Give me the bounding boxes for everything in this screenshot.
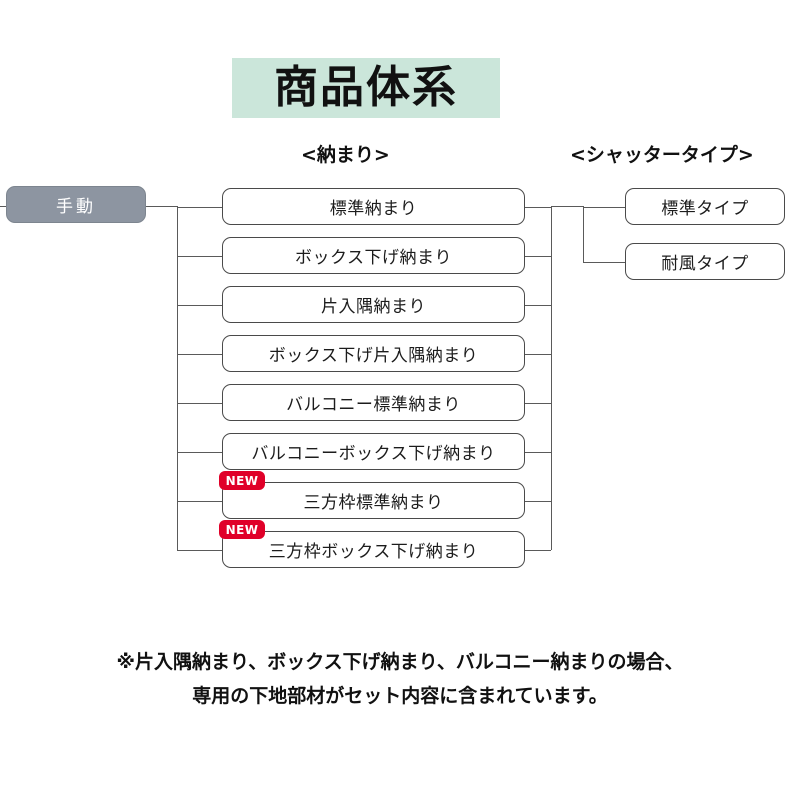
osamari-node[interactable]: 標準納まり <box>222 188 525 225</box>
connector-line-horizontal <box>525 402 551 404</box>
osamari-node-label: 標準納まり <box>329 199 418 219</box>
osamari-node-label: 三方枠ボックス下げ納まり <box>268 542 479 562</box>
column-header-shutter: <シャッタータイプ> <box>570 144 754 166</box>
page-title: 商品体系 <box>274 62 458 113</box>
column-header-osamari: <納まり> <box>301 144 390 166</box>
connector-line-vertical <box>177 206 178 550</box>
new-badge: NEW <box>219 471 265 490</box>
connector-line-horizontal <box>146 206 177 207</box>
osamari-node[interactable]: ボックス下げ納まり <box>222 237 525 274</box>
connector-line-horizontal <box>177 500 222 502</box>
connector-line-horizontal <box>177 402 222 404</box>
connector-line-horizontal <box>583 206 625 208</box>
connector-line-horizontal <box>551 206 583 207</box>
connector-line-horizontal <box>177 353 222 355</box>
osamari-node[interactable]: 三方枠ボックス下げ納まり <box>222 531 525 568</box>
connector-line-horizontal <box>525 451 551 453</box>
osamari-node[interactable]: バルコニー標準納まり <box>222 384 525 421</box>
connector-line-horizontal <box>177 304 222 306</box>
osamari-node-label: 片入隅納まり <box>321 297 426 317</box>
page-title-box: 商品体系 <box>232 58 500 118</box>
shutter-node-label: 耐風タイプ <box>661 254 749 274</box>
osamari-node[interactable]: ボックス下げ片入隅納まり <box>222 335 525 372</box>
connector-line-horizontal <box>177 549 222 551</box>
shutter-node[interactable]: 耐風タイプ <box>625 243 785 280</box>
footnote-line-2: 専用の下地部材がセット内容に含まれています。 <box>192 685 608 707</box>
shutter-node-label: 標準タイプ <box>661 199 749 219</box>
osamari-node-label: ボックス下げ納まり <box>295 248 452 268</box>
footnote: ※片入隅納まり、ボックス下げ納まり、バルコニー納まりの場合、 専用の下地部材がセ… <box>0 645 800 713</box>
osamari-node-label: バルコニーボックス下げ納まり <box>251 444 496 464</box>
osamari-node-label: バルコニー標準納まり <box>286 395 461 415</box>
connector-line-vertical <box>551 206 552 550</box>
connector-line-horizontal <box>0 206 6 207</box>
new-badge: NEW <box>219 520 265 539</box>
connector-line-horizontal <box>583 261 625 263</box>
osamari-node[interactable]: バルコニーボックス下げ納まり <box>222 433 525 470</box>
connector-line-horizontal <box>525 304 551 306</box>
connector-line-horizontal <box>177 451 222 453</box>
connector-line-horizontal <box>525 255 551 257</box>
osamari-node[interactable]: 片入隅納まり <box>222 286 525 323</box>
connector-line-vertical <box>583 206 584 262</box>
connector-line-horizontal <box>177 255 222 257</box>
shutter-node[interactable]: 標準タイプ <box>625 188 785 225</box>
connector-line-horizontal <box>525 500 551 502</box>
root-node-label: 手動 <box>56 197 96 217</box>
connector-line-horizontal <box>177 206 222 208</box>
osamari-node-label: 三方枠標準納まり <box>303 493 444 513</box>
osamari-node[interactable]: 三方枠標準納まり <box>222 482 525 519</box>
root-node-manual[interactable]: 手動 <box>6 186 146 223</box>
footnote-line-1: ※片入隅納まり、ボックス下げ納まり、バルコニー納まりの場合、 <box>116 651 684 673</box>
connector-line-horizontal <box>525 206 551 208</box>
connector-line-horizontal <box>525 549 551 551</box>
connector-line-horizontal <box>525 353 551 355</box>
osamari-node-label: ボックス下げ片入隅納まり <box>268 346 479 366</box>
new-badge-label: NEW <box>225 473 259 488</box>
new-badge-label: NEW <box>225 522 259 537</box>
